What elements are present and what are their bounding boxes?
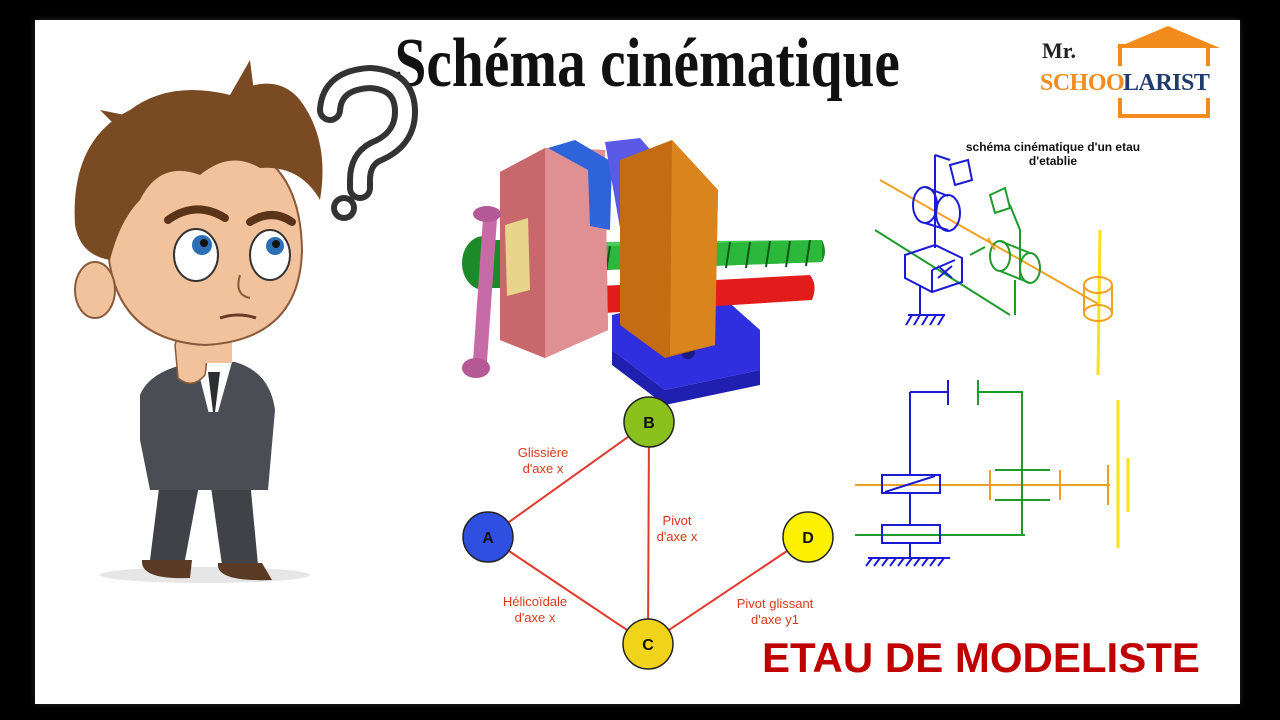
thinking-man-illustration — [74, 60, 323, 583]
logo-mr: Mr. — [1042, 38, 1077, 63]
kinematic-schema-3d — [874, 154, 1113, 376]
graph-node-d — [782, 511, 834, 563]
graph-node-label: C — [642, 637, 654, 654]
graph-node-a — [462, 511, 514, 563]
question-mark-icon — [317, 64, 419, 221]
logo-right-word: LARIST — [1123, 70, 1210, 96]
schema-caption: schéma cinématique d'un etau d'etablie — [965, 140, 1141, 168]
page-title: Schéma cinématique — [394, 25, 900, 102]
graph-edge-b-c — [647, 421, 650, 645]
logo-left-word: SCHOO — [1040, 70, 1125, 96]
brand-logo[interactable]: Mr. SCHOO LARIST — [1038, 26, 1220, 122]
kinematic-schema-2d — [855, 380, 1130, 567]
graph-node-label: A — [482, 530, 494, 547]
graph-node-label: D — [802, 530, 814, 547]
footer-title: ETAU DE MODELISTE — [762, 634, 1200, 681]
vise-3d-illustration — [462, 138, 825, 405]
graph-node-b — [623, 396, 675, 448]
graph-node-c — [622, 618, 674, 670]
graph-node-label: B — [643, 415, 655, 432]
graph-edge-a-b — [487, 421, 650, 538]
graph-edge-a-c — [487, 536, 649, 645]
logo-band — [1118, 66, 1210, 98]
graph-edge-c-d — [647, 536, 809, 645]
logo-roof-icon — [1116, 26, 1220, 48]
